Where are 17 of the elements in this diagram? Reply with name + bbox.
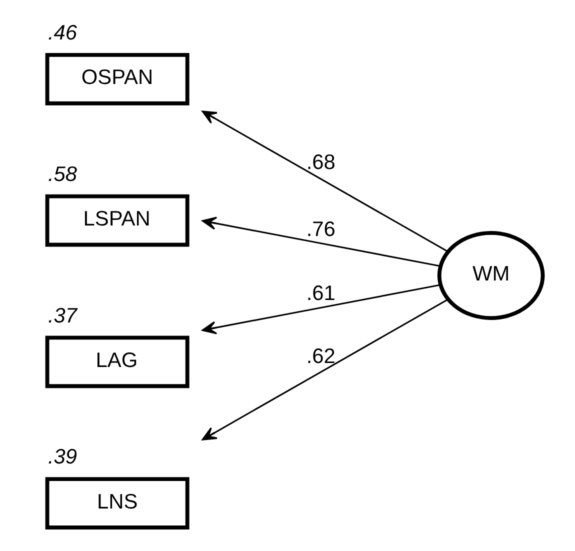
node-box: OSPAN <box>45 52 190 106</box>
edge-label: .61 <box>306 282 336 306</box>
node-label: .58 <box>48 162 78 186</box>
node-box: LAG <box>45 336 190 388</box>
edge-label: .76 <box>306 218 336 241</box>
node-label: .37 <box>48 304 78 328</box>
arrow <box>202 110 448 252</box>
node-box: LSPAN <box>45 194 190 247</box>
node-box: LNS <box>45 477 190 530</box>
arrow <box>202 284 441 334</box>
node-label: .46 <box>48 22 78 45</box>
arrow <box>202 298 448 440</box>
node-label: .39 <box>48 446 78 469</box>
node-ellipse: WM <box>437 231 545 320</box>
edge-label: .68 <box>306 151 336 174</box>
arrow <box>202 216 441 267</box>
edge-label: .62 <box>306 344 336 368</box>
